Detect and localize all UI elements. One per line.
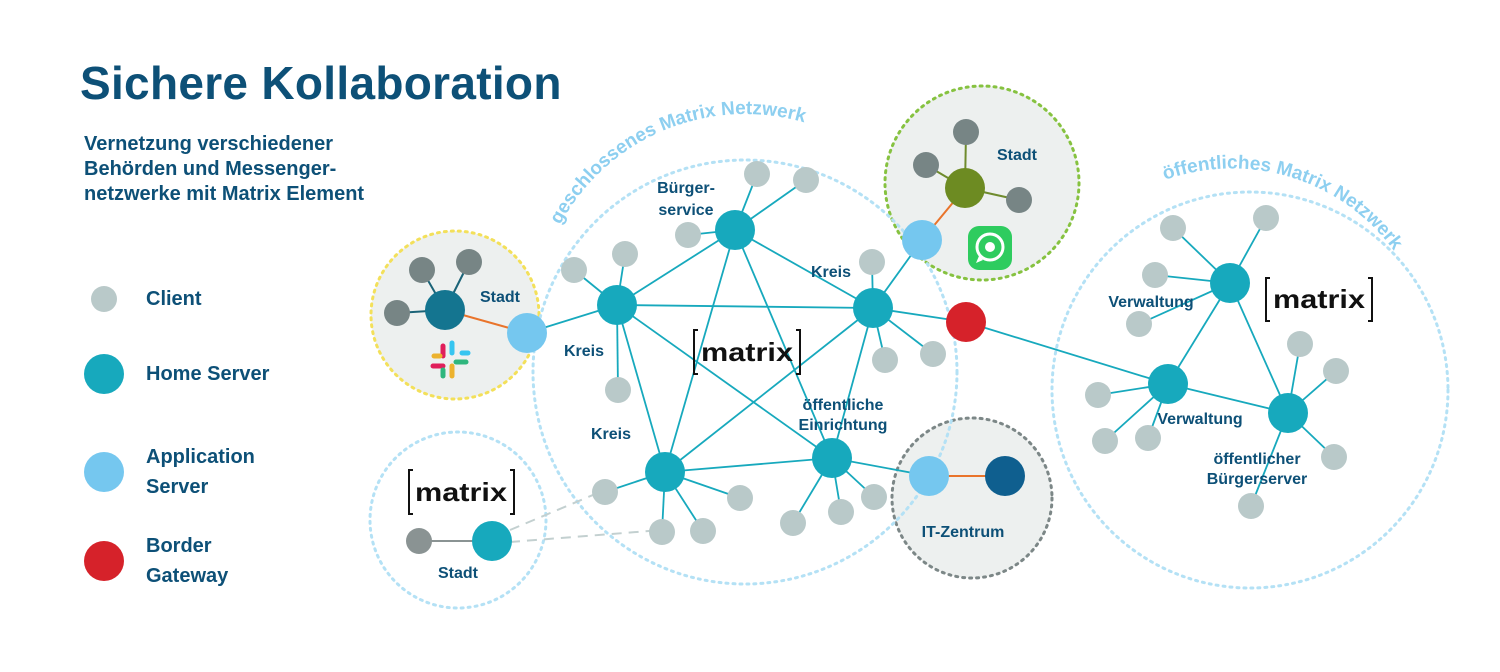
legend-label: Home Server — [146, 363, 270, 385]
label-it-zentrum: IT-Zentrum — [922, 524, 1005, 541]
client-node — [649, 519, 675, 545]
it-zentrum-server-node — [985, 456, 1025, 496]
buergerserver-home-server-node — [1268, 393, 1308, 433]
client-node — [920, 341, 946, 367]
client-node — [744, 161, 770, 187]
public-network-boundary — [1050, 190, 1450, 590]
client-node — [1126, 311, 1152, 337]
label-stadt-whatsapp: Stadt — [997, 147, 1038, 164]
client-node — [861, 484, 887, 510]
legend-home-server: Home Server — [84, 354, 286, 394]
legend-label: Application Server — [146, 446, 255, 498]
buergerservice-home-server-node — [715, 210, 755, 250]
label-oeffentliche-2: Einrichtung — [799, 417, 888, 434]
label-oeffentliche-1: öffentliche — [803, 397, 884, 414]
client-dot-icon — [91, 286, 117, 312]
closed-network-boundary — [531, 158, 959, 586]
slack-server-node — [425, 290, 465, 330]
matrix-stadt-boundary — [368, 430, 548, 610]
label-buergerservice-1: Bürger- — [657, 180, 715, 197]
label-kreis-top: Kreis — [811, 264, 851, 281]
client-node — [1321, 444, 1347, 470]
svg-text:matrix: matrix — [415, 477, 508, 507]
client-node — [1160, 215, 1186, 241]
label-verwaltung-mid: Verwaltung — [1157, 411, 1242, 428]
page-subtitle: Vernetzung verschiedener Behörden und Me… — [84, 133, 365, 205]
page-title: Sichere Kollaboration — [80, 57, 562, 109]
svg-text:matrix: matrix — [701, 337, 794, 367]
border-gateway-dot-icon — [84, 541, 124, 581]
client-node — [592, 479, 618, 505]
label-verwaltung-top: Verwaltung — [1108, 294, 1193, 311]
client-node — [690, 518, 716, 544]
client-node — [675, 222, 701, 248]
client-node — [605, 377, 631, 403]
client-node — [793, 167, 819, 193]
whatsapp-application-server-node — [902, 220, 942, 260]
whatsapp-client-node — [913, 152, 939, 178]
kreis-top-home-server-node — [853, 288, 893, 328]
legend-application-server: Application Server — [84, 442, 286, 502]
matrix-logo-center: matrix — [693, 329, 801, 375]
client-node — [872, 347, 898, 373]
kreis-left-home-server-node — [597, 285, 637, 325]
kreis-bottom-home-server-node — [645, 452, 685, 492]
client-node — [780, 510, 806, 536]
whatsapp-client-node — [1006, 187, 1032, 213]
label-kreis-left: Kreis — [564, 343, 604, 360]
whatsapp-client-node — [953, 119, 979, 145]
client-node — [1135, 425, 1161, 451]
client-node — [1287, 331, 1313, 357]
client-node — [1092, 428, 1118, 454]
slack-application-server-node — [507, 313, 547, 353]
client-node — [1238, 493, 1264, 519]
stadt-client-node — [406, 528, 432, 554]
client-node — [561, 257, 587, 283]
matrix-logo-public: matrix — [1265, 277, 1373, 322]
slack-client-node — [409, 257, 435, 283]
application-server-dot-icon — [84, 452, 124, 492]
oeffentliche-einrichtung-home-server-node — [812, 438, 852, 478]
home-server-dot-icon — [84, 354, 124, 394]
label-stadt-slack: Stadt — [480, 289, 521, 306]
svg-text:matrix: matrix — [1273, 284, 1366, 314]
slack-client-node — [384, 300, 410, 326]
legend-label: Border Gateway — [146, 535, 229, 587]
legend-label: Client — [146, 288, 202, 310]
matrix-logo-stadt: matrix — [408, 469, 515, 515]
slack-client-node — [456, 249, 482, 275]
border-gateway-node — [946, 302, 986, 342]
client-node — [1085, 382, 1111, 408]
client-node — [612, 241, 638, 267]
legend-client: Client — [84, 284, 286, 314]
client-node — [828, 499, 854, 525]
whatsapp-logo-icon — [968, 226, 1012, 270]
label-stadt-matrix: Stadt — [438, 565, 479, 582]
verwaltung-mid-home-server-node — [1148, 364, 1188, 404]
server-links — [526, 229, 1289, 477]
stadt-home-server-node — [472, 521, 512, 561]
public-network-title: öffentliches Matrix Netzwerk — [1160, 152, 1407, 254]
label-kreis-bottom: Kreis — [591, 426, 631, 443]
client-node — [727, 485, 753, 511]
legend-border-gateway: Border Gateway — [84, 531, 286, 591]
client-nodes — [561, 161, 1349, 545]
label-buergerserver-1: öffentlicher — [1213, 451, 1300, 468]
slack-logo-icon — [430, 340, 471, 379]
it-zentrum-application-server-node — [909, 456, 949, 496]
client-node — [1142, 262, 1168, 288]
federation-links — [509, 491, 663, 543]
whatsapp-server-node — [945, 168, 985, 208]
verwaltung-top-home-server-node — [1210, 263, 1250, 303]
client-node — [1253, 205, 1279, 231]
client-node — [1323, 358, 1349, 384]
label-buergerservice-2: service — [658, 202, 713, 219]
label-buergerserver-2: Bürgerserver — [1207, 471, 1308, 488]
client-node — [859, 249, 885, 275]
